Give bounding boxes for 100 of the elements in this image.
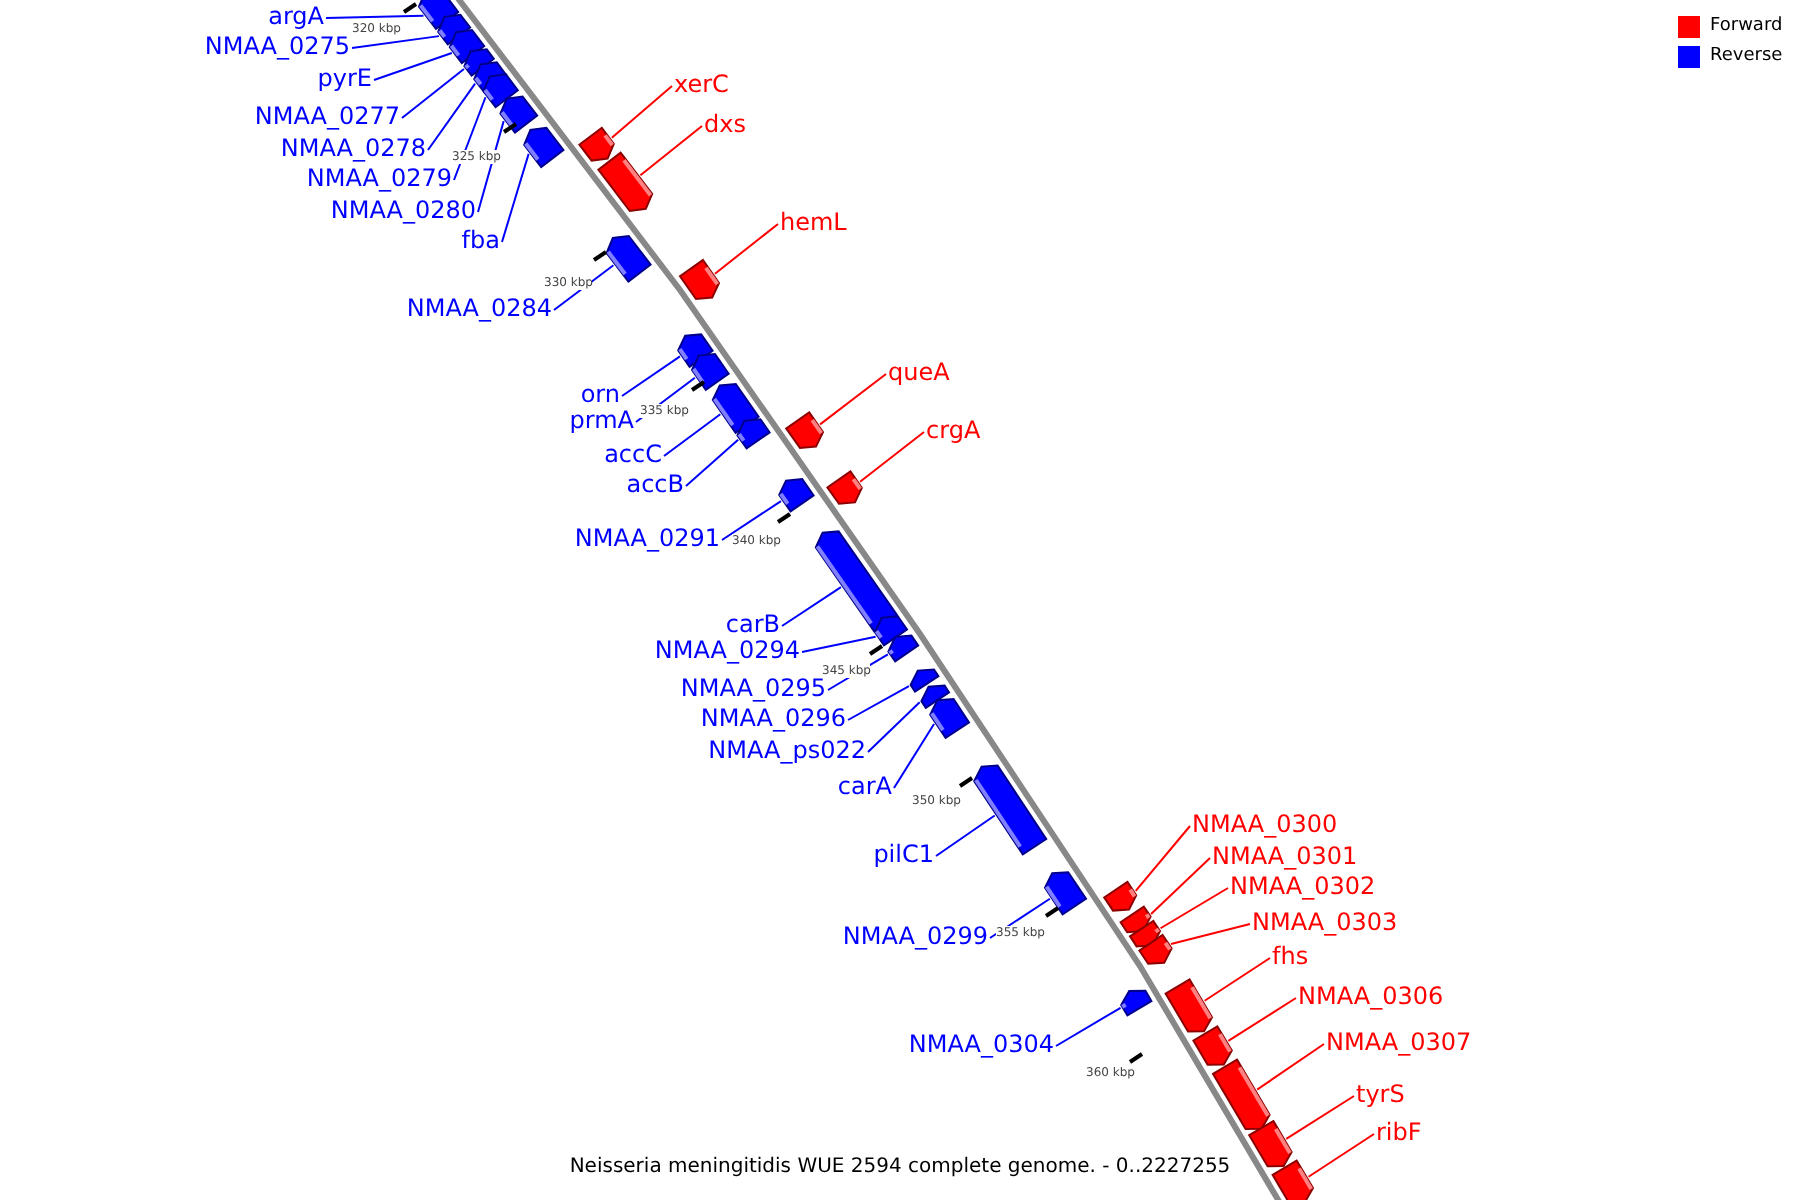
leader-line	[935, 814, 996, 857]
gene-label: hemL	[780, 208, 847, 236]
gene-label: ribF	[1376, 1118, 1422, 1146]
leader-line	[501, 152, 530, 243]
gene-block	[1119, 905, 1152, 934]
leader-line	[1227, 997, 1297, 1042]
gene-block	[873, 615, 909, 647]
gene-block	[597, 151, 654, 213]
gene-label: orn	[580, 380, 620, 408]
gene-label: NMAA_0284	[406, 294, 552, 322]
gene-block	[736, 418, 771, 450]
gene-label: NMAA_0295	[680, 674, 826, 702]
leader-line	[453, 96, 487, 181]
gene-block	[690, 352, 730, 392]
leader-line	[781, 586, 842, 627]
leader-line	[1256, 1043, 1325, 1091]
gene-block	[1192, 1025, 1233, 1066]
gene-label: NMAA_0299	[842, 922, 988, 950]
gene-label: crgA	[926, 416, 981, 444]
gene-label: NMAA_0306	[1298, 982, 1444, 1010]
gene-label: NMAA_ps022	[708, 736, 866, 764]
gene-label: accC	[604, 440, 662, 468]
gene-block	[920, 684, 951, 710]
gene-block	[578, 126, 615, 162]
gene-label: prmA	[569, 406, 634, 434]
gene-block	[778, 477, 815, 513]
gene-label: NMAA_0279	[306, 164, 452, 192]
gene-label: xerC	[674, 70, 729, 98]
gene-block	[499, 95, 539, 134]
leader-line	[1159, 887, 1229, 930]
gene-label: NMAA_0307	[1326, 1028, 1472, 1056]
gene-block	[784, 411, 825, 450]
leader-line	[639, 125, 703, 177]
gene-label: NMAA_0303	[1252, 908, 1398, 936]
gene-block	[826, 470, 863, 505]
leader-line	[1285, 1095, 1355, 1140]
leader-line	[621, 355, 681, 397]
gene-block	[1164, 978, 1214, 1033]
gene-label: NMAA_0304	[908, 1030, 1054, 1058]
leader-line	[859, 431, 925, 483]
gene-label: dxs	[704, 110, 746, 138]
gene-block	[1043, 871, 1088, 916]
gene-block	[1271, 1159, 1315, 1200]
gene-label: argA	[268, 2, 324, 30]
leader-line	[325, 14, 425, 19]
gene-label: NMAA_0302	[1230, 872, 1376, 900]
leader-line	[721, 500, 782, 541]
gene-block	[1211, 1058, 1271, 1130]
leader-line	[351, 35, 440, 49]
gene-label: queA	[888, 358, 950, 386]
leader-line	[1203, 957, 1271, 1002]
leader-line	[610, 85, 673, 139]
legend-label: Forward	[1710, 14, 1783, 38]
gene-label: NMAA_0300	[1192, 810, 1338, 838]
gene-label: pyrE	[317, 64, 372, 92]
gene-block	[678, 258, 721, 301]
gene-label: accB	[626, 470, 684, 498]
leader-line	[989, 897, 1051, 939]
leader-line	[801, 635, 877, 653]
gene-label: NMAA_0291	[574, 524, 720, 552]
gene-label: fhs	[1272, 942, 1309, 970]
gene-block	[1247, 1119, 1293, 1168]
leader-line	[401, 67, 465, 119]
leader-line	[685, 438, 740, 487]
legend-label: Reverse	[1710, 44, 1783, 68]
leader-line	[847, 685, 910, 721]
leader-line	[1055, 1006, 1122, 1047]
gene-label: carB	[725, 610, 780, 638]
gene-label: NMAA_0277	[254, 102, 400, 130]
gene-block	[973, 764, 1048, 856]
leader-line	[373, 52, 453, 81]
leader-line	[663, 413, 722, 457]
gene-label: tyrS	[1356, 1080, 1405, 1108]
leader-line	[893, 723, 936, 789]
gene-label: pilC1	[873, 840, 934, 868]
gene-block	[605, 234, 652, 283]
leader-line	[477, 120, 505, 213]
gene-label: NMAA_0275	[204, 32, 350, 60]
leader-line	[427, 82, 477, 151]
leader-line	[713, 223, 779, 275]
leader-line	[1134, 825, 1191, 892]
leader-line	[1170, 923, 1251, 945]
gene-label: NMAA_0294	[654, 636, 800, 664]
gene-label: carA	[837, 772, 892, 800]
gene-label: NMAA_0301	[1212, 842, 1358, 870]
gene-block	[523, 126, 565, 169]
gene-block	[1138, 933, 1173, 965]
leader-line	[867, 701, 921, 753]
leader-line	[819, 373, 887, 426]
gene-block	[1120, 989, 1153, 1017]
gene-label: NMAA_0296	[700, 704, 846, 732]
gene-block	[814, 530, 899, 633]
gene-label: NMAA_0280	[330, 196, 476, 224]
gene-label: fba	[461, 226, 500, 254]
gene-block	[482, 73, 520, 109]
gene-label: NMAA_0278	[280, 134, 426, 162]
gene-block	[887, 634, 920, 663]
leader-line	[553, 264, 615, 311]
gene-block	[1102, 880, 1138, 912]
caption: Neisseria meningitidis WUE 2594 complete genome. - 0..2227255	[567, 1156, 1233, 1178]
